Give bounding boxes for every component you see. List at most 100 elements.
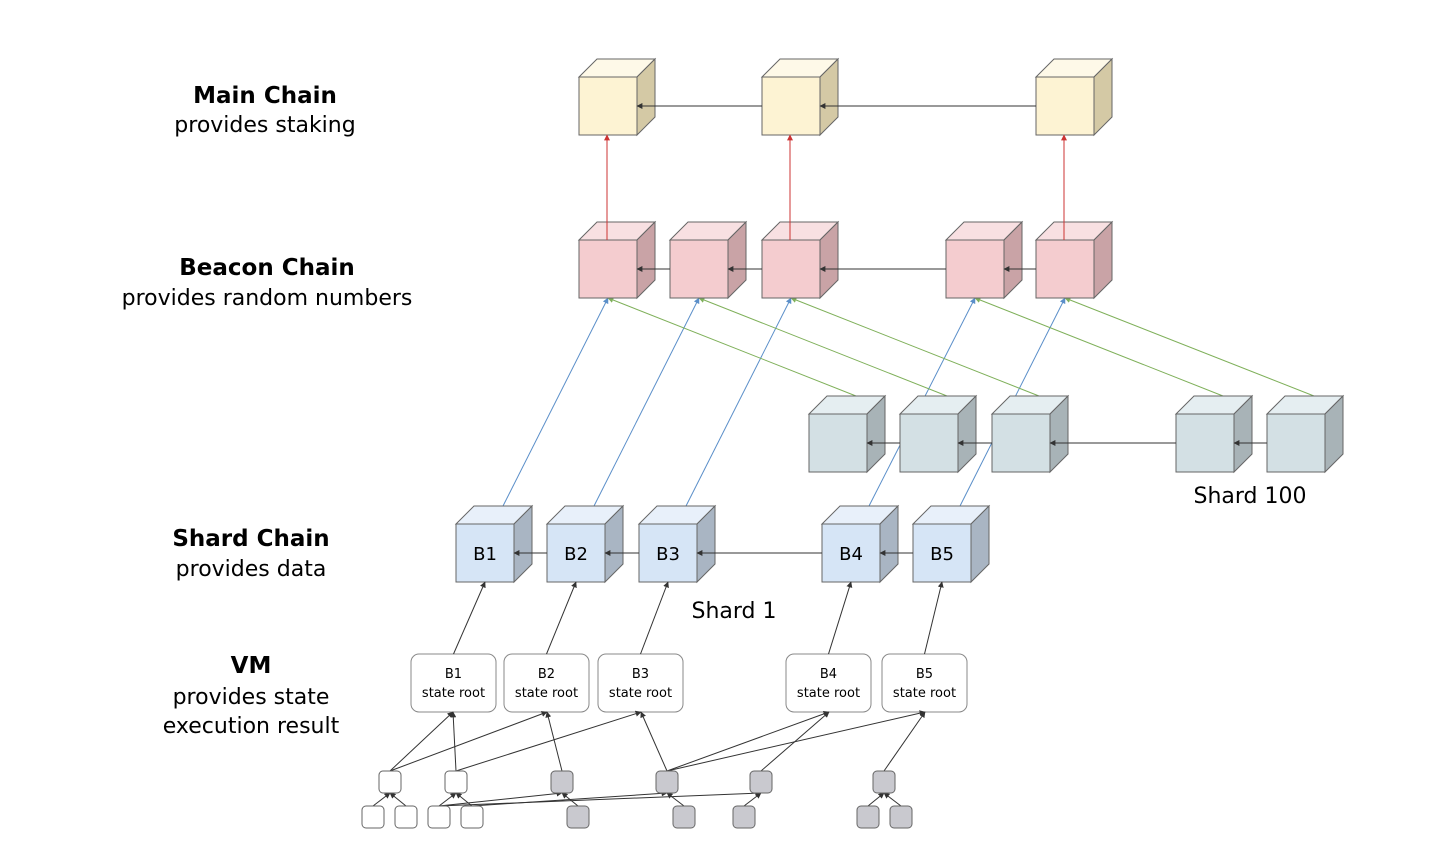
shard1-block-B1: B1 bbox=[454, 504, 534, 584]
trie-node bbox=[394, 805, 418, 829]
trie-node bbox=[444, 770, 468, 794]
trie-node bbox=[378, 770, 402, 794]
beacon-chain-block bbox=[944, 220, 1024, 300]
vm-subtitle-line2: execution result bbox=[163, 714, 340, 739]
beacon-chain-block bbox=[1034, 220, 1114, 300]
trie-link bbox=[883, 711, 926, 772]
vm-title: VM bbox=[231, 653, 272, 679]
main-chain-block-front bbox=[578, 76, 638, 136]
trie-link bbox=[666, 710, 926, 772]
beacon-chain-block bbox=[577, 220, 657, 300]
shard100-block bbox=[898, 394, 978, 474]
trie-link bbox=[438, 790, 563, 807]
shard1-to-beacon-link bbox=[593, 297, 700, 507]
shard100-block-front bbox=[1175, 413, 1235, 473]
beacon-chain-block-front bbox=[1035, 239, 1095, 299]
main-chain-subtitle: provides staking bbox=[174, 113, 355, 138]
trie-link bbox=[545, 711, 563, 772]
trie-link bbox=[867, 792, 885, 807]
shard100-to-beacon-link bbox=[790, 297, 1040, 397]
trie-link bbox=[666, 792, 685, 807]
state-root-rect bbox=[597, 653, 684, 713]
trie-node bbox=[566, 805, 590, 829]
state-root-name: B1 bbox=[445, 667, 462, 682]
trie-node bbox=[889, 805, 913, 829]
shard1-to-beacon-link bbox=[502, 297, 609, 507]
shard100-block-front bbox=[991, 413, 1051, 473]
trie-node bbox=[749, 770, 773, 794]
vm-subtitle-line1: provides state bbox=[173, 685, 330, 710]
shard1-block-B4: B4 bbox=[820, 504, 900, 584]
main-chain-block-front bbox=[761, 76, 821, 136]
main-chain-block-front bbox=[1035, 76, 1095, 136]
shard1-block-B4-front bbox=[821, 523, 881, 583]
shard1-block-B1-label: B1 bbox=[473, 544, 497, 565]
trie-link bbox=[666, 711, 830, 772]
shard100-label: Shard 100 bbox=[1194, 484, 1307, 509]
shard100-to-beacon-link bbox=[607, 297, 857, 397]
shard100-block bbox=[807, 394, 887, 474]
shard1-block-B5-label: B5 bbox=[930, 544, 954, 565]
beacon-chain-block bbox=[760, 220, 840, 300]
shard1-to-beacon-link bbox=[685, 297, 792, 507]
trie-node bbox=[361, 805, 385, 829]
shard100-to-beacon-link bbox=[698, 297, 948, 397]
shard1-block-B3-front bbox=[638, 523, 698, 583]
shard100-block-front bbox=[1266, 413, 1326, 473]
beacon-chain-block-front bbox=[578, 239, 638, 299]
beacon-chain-block-front bbox=[945, 239, 1005, 299]
trie-node bbox=[550, 770, 574, 794]
shard-chain-subtitle: provides data bbox=[176, 557, 327, 582]
shard100-to-beacon-link bbox=[974, 297, 1224, 397]
trie-link bbox=[450, 711, 457, 772]
state-root-rect bbox=[410, 653, 497, 713]
state-root-caption: state root bbox=[515, 686, 578, 701]
shard1-block-B2-front bbox=[546, 523, 606, 583]
state-root-box: B4 state root bbox=[785, 653, 872, 713]
main-chain-title: Main Chain bbox=[193, 83, 337, 109]
state-root-to-block-link bbox=[453, 581, 486, 655]
shard100-block-front bbox=[899, 413, 959, 473]
main-chain-block bbox=[760, 57, 840, 137]
shard100-block bbox=[1174, 394, 1254, 474]
state-root-box: B2 state root bbox=[503, 653, 590, 713]
shard1-label: Shard 1 bbox=[691, 599, 776, 624]
shard-chain-title: Shard Chain bbox=[172, 526, 329, 552]
state-root-name: B3 bbox=[632, 667, 649, 682]
main-chain-block bbox=[1034, 57, 1114, 137]
shard1-block-B5: B5 bbox=[911, 504, 991, 584]
beacon-chain-title: Beacon Chain bbox=[179, 255, 355, 281]
trie-link bbox=[640, 711, 668, 772]
trie-link bbox=[389, 711, 548, 772]
shard100-to-beacon-link bbox=[1064, 297, 1315, 397]
trie-link bbox=[389, 792, 407, 807]
shard100-block bbox=[990, 394, 1070, 474]
shard1-block-B2: B2 bbox=[545, 504, 625, 584]
trie-link bbox=[438, 790, 762, 807]
trie-link bbox=[389, 711, 454, 772]
state-root-to-block-link bbox=[546, 581, 577, 655]
shard100-block bbox=[1265, 394, 1345, 474]
shard1-block-B5-front bbox=[912, 523, 972, 583]
state-root-to-block-link bbox=[924, 581, 944, 655]
trie-node bbox=[460, 805, 484, 829]
beacon-chain-block-front bbox=[761, 239, 821, 299]
state-root-caption: state root bbox=[609, 686, 672, 701]
state-root-to-block-link bbox=[640, 581, 669, 655]
state-root-box: B3 state root bbox=[597, 653, 684, 713]
beacon-chain-subtitle: provides random numbers bbox=[122, 286, 413, 311]
trie-link bbox=[455, 710, 642, 772]
trie-node bbox=[872, 770, 896, 794]
state-root-name: B2 bbox=[538, 667, 555, 682]
beacon-chain-block bbox=[668, 220, 748, 300]
trie-link bbox=[883, 792, 902, 807]
state-root-name: B4 bbox=[820, 667, 837, 682]
trie-node bbox=[856, 805, 880, 829]
trie-node bbox=[655, 770, 679, 794]
state-root-caption: state root bbox=[797, 686, 860, 701]
trie-link bbox=[372, 792, 391, 807]
